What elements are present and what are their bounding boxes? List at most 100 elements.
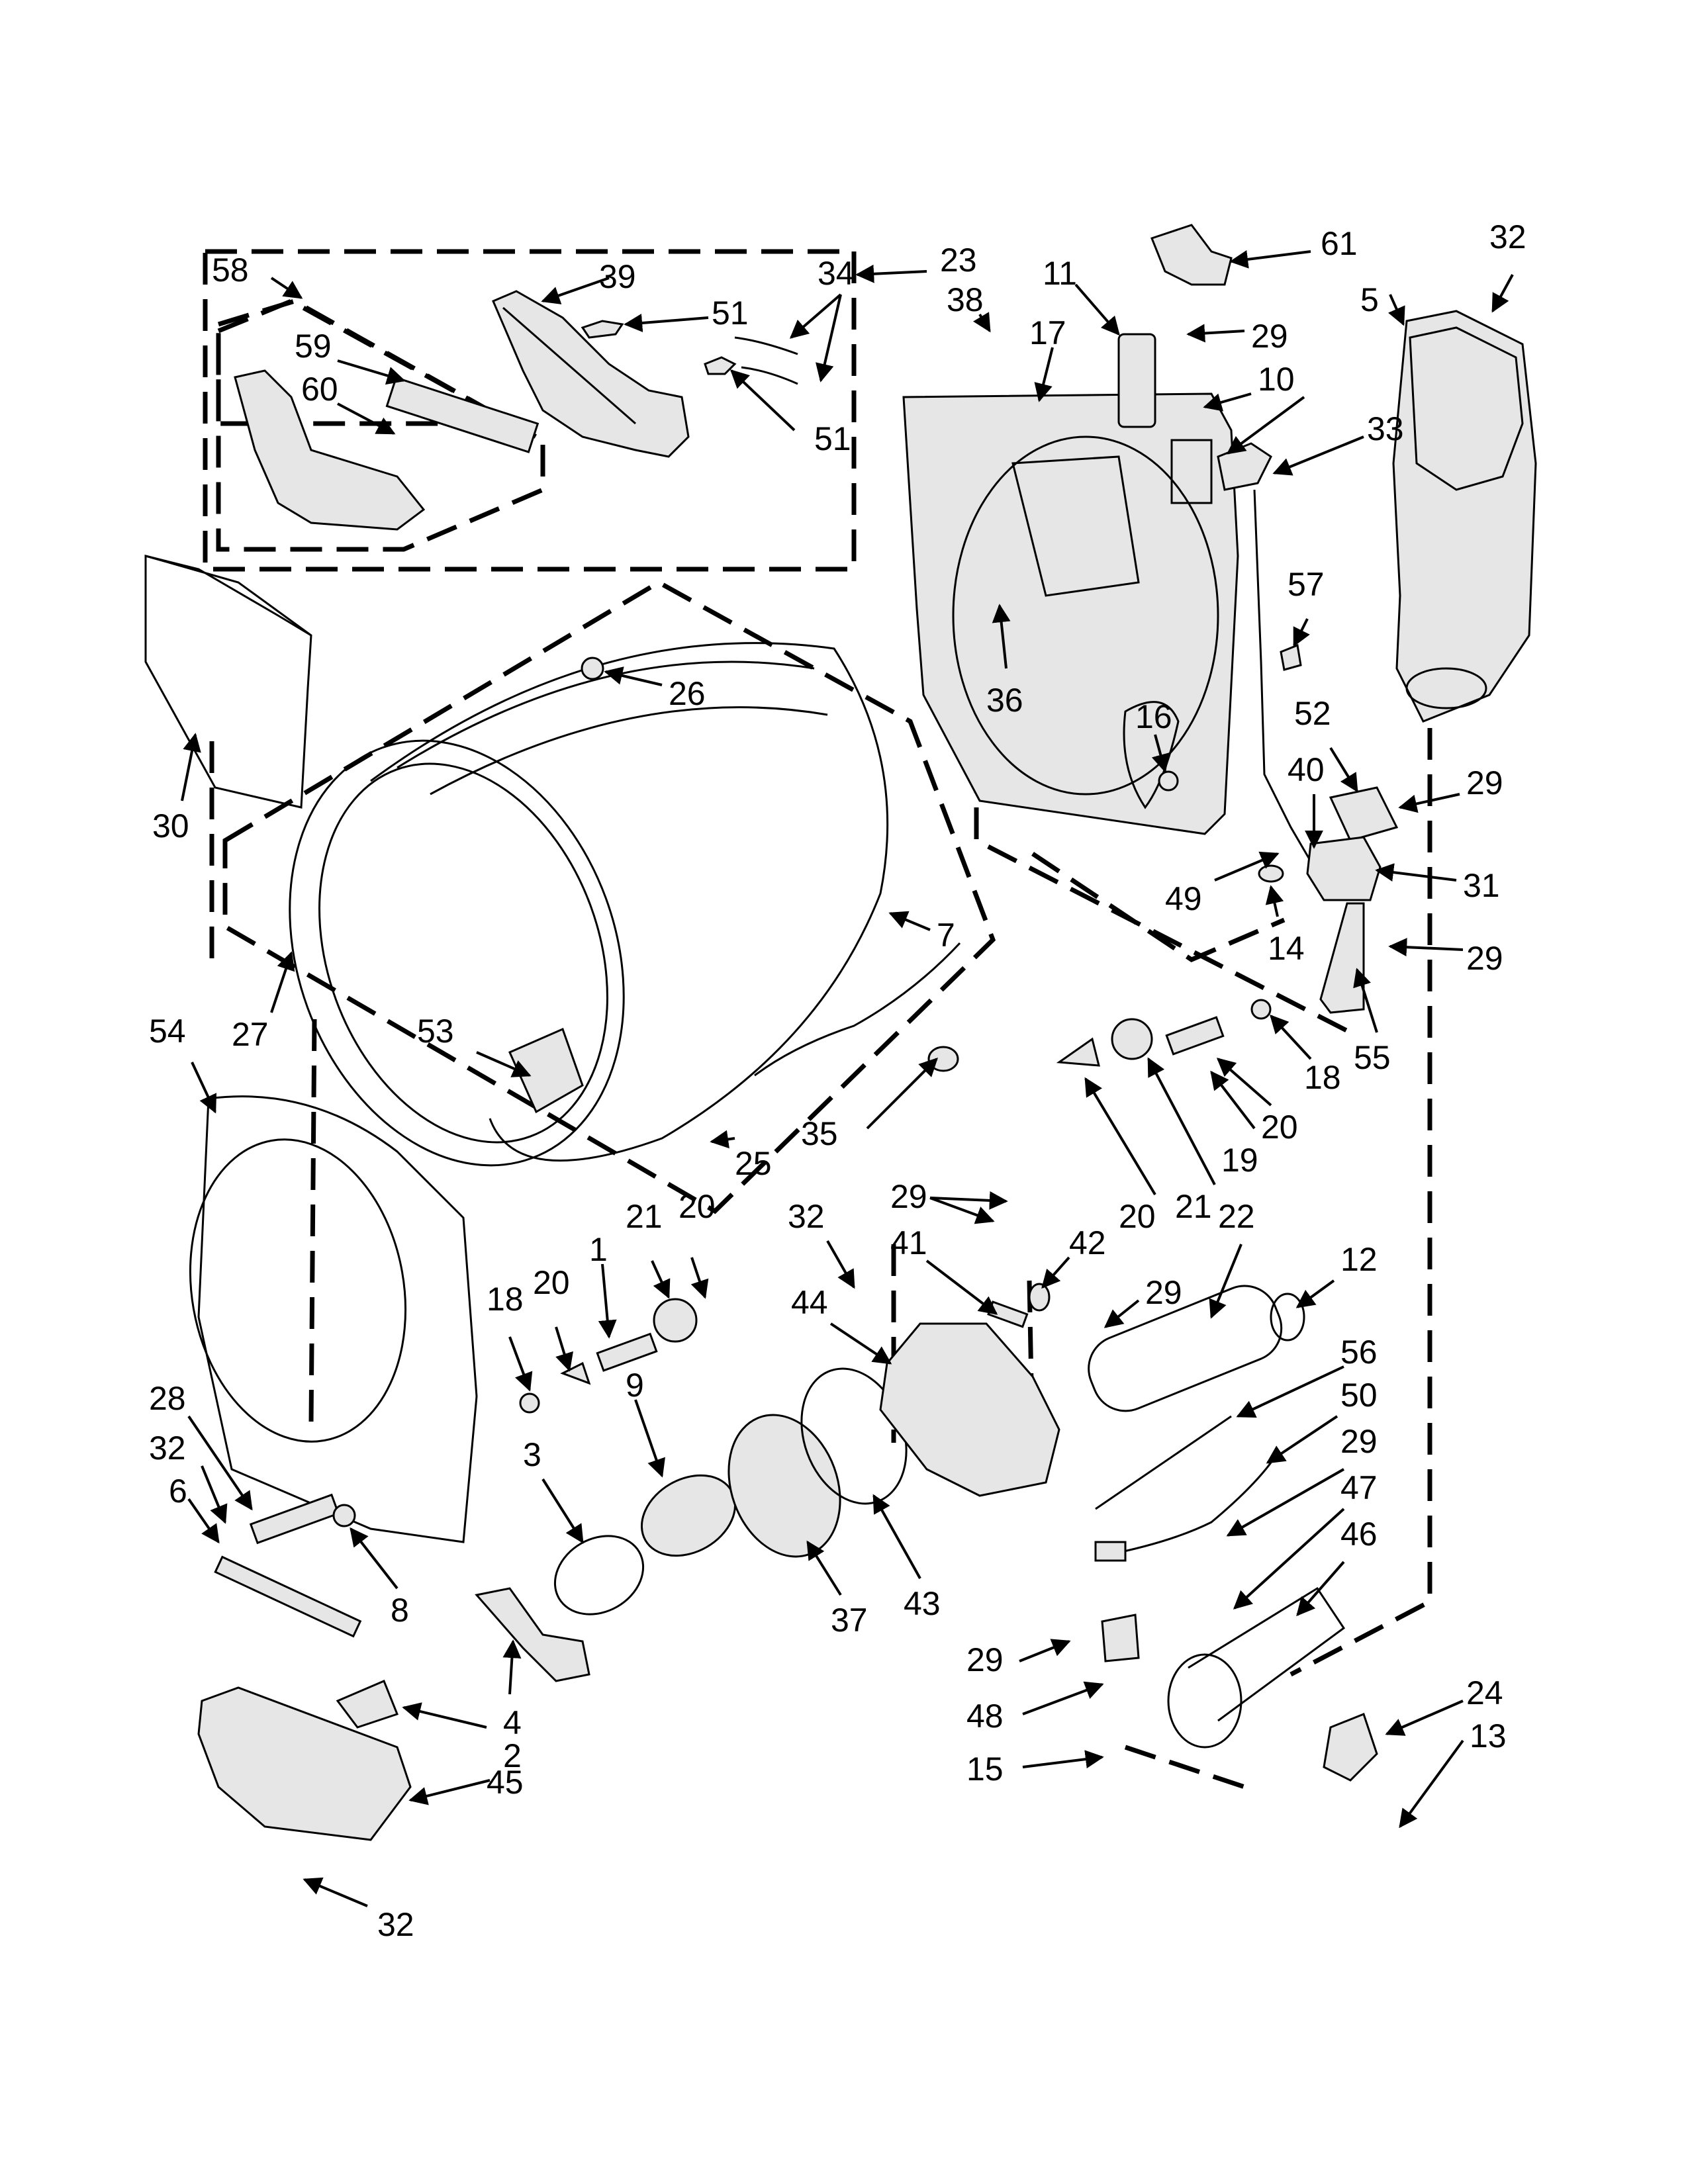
shaft-19 bbox=[1165, 1016, 1225, 1056]
leader-29-heater bbox=[1103, 1299, 1140, 1328]
callout-38: 38 bbox=[947, 281, 984, 318]
leader-29-blower-b bbox=[929, 1197, 995, 1224]
callout-32-c: 32 bbox=[149, 1430, 186, 1467]
blower-housing bbox=[879, 1322, 1060, 1497]
callout-23: 23 bbox=[940, 242, 977, 279]
drum-rib-2 bbox=[430, 706, 828, 796]
callout-26: 26 bbox=[669, 675, 706, 712]
leader-24 bbox=[1385, 1700, 1464, 1736]
leader-5 bbox=[1387, 294, 1405, 326]
grommet-42 bbox=[1028, 1283, 1051, 1312]
leader-32-top bbox=[1491, 274, 1514, 313]
handle-spring-bottom bbox=[741, 366, 798, 385]
callout-29-g: 29 bbox=[966, 1641, 1004, 1678]
callout-5: 5 bbox=[1360, 281, 1379, 318]
leader-61 bbox=[1229, 250, 1311, 269]
lint-duct-housing bbox=[1392, 310, 1537, 723]
heater-canister-end bbox=[1167, 1653, 1243, 1749]
leader-18-rear bbox=[1270, 1014, 1312, 1060]
callout-10: 10 bbox=[1258, 361, 1295, 398]
front-duct bbox=[197, 1686, 412, 1841]
ring-3 bbox=[553, 1535, 645, 1615]
callout-12: 12 bbox=[1340, 1241, 1378, 1278]
leader-53 bbox=[476, 1051, 532, 1077]
bracket-48 bbox=[1101, 1614, 1140, 1662]
leader-20-front-b bbox=[555, 1326, 573, 1372]
leader-32-blower bbox=[826, 1240, 855, 1289]
leader-33 bbox=[1272, 435, 1364, 476]
leader-58 bbox=[270, 277, 303, 299]
leader-30 bbox=[181, 733, 201, 801]
drum-baffle bbox=[508, 1027, 584, 1114]
bracket-4 bbox=[475, 1587, 590, 1682]
shaft-1 bbox=[596, 1332, 658, 1372]
callout-27: 27 bbox=[232, 1016, 269, 1053]
clip-20-rear bbox=[1056, 1037, 1100, 1067]
leader-26 bbox=[604, 666, 663, 686]
leader-46 bbox=[1296, 1561, 1345, 1617]
callout-42: 42 bbox=[1069, 1224, 1106, 1261]
callout-20-b: 20 bbox=[1119, 1198, 1156, 1235]
callout-20-a: 20 bbox=[1261, 1109, 1298, 1146]
callout-44: 44 bbox=[791, 1284, 828, 1321]
wire-harness-50 bbox=[1105, 1462, 1272, 1557]
leader-41 bbox=[925, 1259, 998, 1315]
leader-29-bracket bbox=[1388, 938, 1464, 957]
rocker-strip bbox=[385, 376, 539, 453]
callout-29-f: 29 bbox=[1340, 1423, 1378, 1460]
leader-9 bbox=[634, 1399, 665, 1478]
leader-52 bbox=[1329, 747, 1358, 793]
bracket-41 bbox=[987, 1300, 1029, 1328]
callout-20-d: 20 bbox=[533, 1264, 570, 1301]
leader-29-burner bbox=[1019, 1639, 1071, 1662]
washer-18-front bbox=[519, 1392, 540, 1414]
callout-32-a: 32 bbox=[1489, 218, 1526, 255]
leader-37 bbox=[806, 1540, 842, 1596]
leader-51-bottom bbox=[729, 369, 796, 432]
leader-19 bbox=[1210, 1070, 1256, 1130]
leader-42 bbox=[1041, 1256, 1070, 1289]
handle-subassembly-outline bbox=[216, 298, 545, 552]
washer-18-rear bbox=[1250, 999, 1272, 1020]
handle-spring-top bbox=[734, 336, 798, 355]
leader-21-front bbox=[651, 1260, 671, 1299]
front-drum-ring bbox=[289, 739, 625, 1167]
leader-1 bbox=[598, 1263, 617, 1339]
leader-43 bbox=[872, 1494, 921, 1579]
callout-21-b: 21 bbox=[626, 1198, 663, 1235]
leader-50 bbox=[1266, 1415, 1338, 1464]
callout-52: 52 bbox=[1294, 695, 1331, 732]
callout-48: 48 bbox=[966, 1698, 1004, 1735]
bracket-28 bbox=[249, 1493, 340, 1545]
callout-49: 49 bbox=[1165, 880, 1202, 917]
leader-22 bbox=[1209, 1244, 1243, 1319]
callout-14: 14 bbox=[1268, 930, 1305, 967]
front-panel-center-outline bbox=[308, 1019, 317, 1424]
callout-31: 31 bbox=[1463, 867, 1500, 904]
leader-57 bbox=[1293, 618, 1310, 647]
front-drum-ring-inner bbox=[318, 762, 608, 1144]
leader-47 bbox=[1233, 1508, 1345, 1610]
callout-11: 11 bbox=[1043, 255, 1077, 292]
callout-24: 24 bbox=[1466, 1674, 1503, 1711]
water-valve bbox=[1306, 836, 1382, 901]
heater-gasket bbox=[1270, 1293, 1305, 1342]
bracket-11 bbox=[1117, 333, 1156, 428]
leader-60 bbox=[337, 402, 396, 435]
front-panel bbox=[197, 1095, 478, 1543]
leader-3 bbox=[541, 1478, 584, 1544]
callout-47: 47 bbox=[1340, 1469, 1378, 1506]
leader-12 bbox=[1295, 1279, 1335, 1308]
leader-20-front-a bbox=[690, 1257, 709, 1299]
leader-49 bbox=[1214, 851, 1280, 882]
callout-51-a: 51 bbox=[712, 295, 749, 332]
leader-20-rear-a bbox=[1216, 1058, 1272, 1107]
callout-3: 3 bbox=[523, 1436, 541, 1473]
clip-2 bbox=[336, 1680, 399, 1729]
callout-32-b: 32 bbox=[788, 1198, 825, 1235]
connector-50 bbox=[1094, 1541, 1127, 1562]
leader-16 bbox=[1151, 734, 1170, 773]
leader-25 bbox=[710, 1130, 735, 1149]
leader-13 bbox=[1399, 1739, 1464, 1829]
rail-6 bbox=[214, 1555, 362, 1638]
